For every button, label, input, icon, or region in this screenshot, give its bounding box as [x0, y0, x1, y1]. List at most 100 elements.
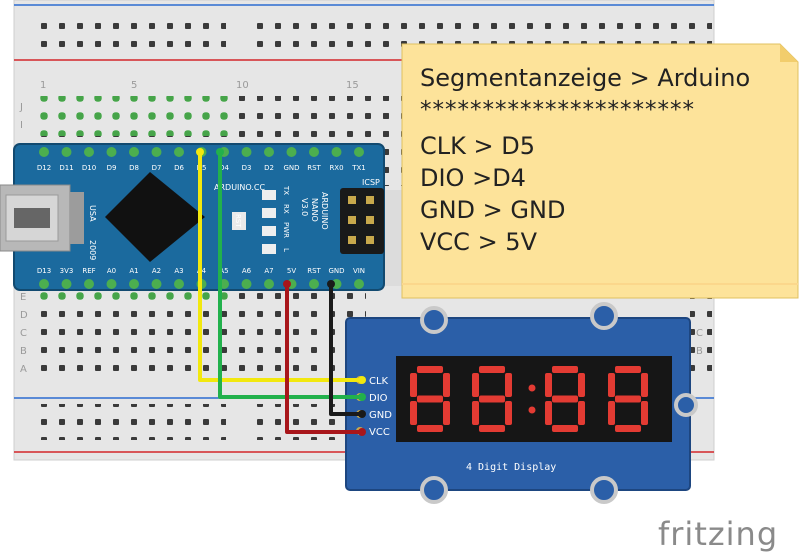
- bottom-pin-label-2: REF: [82, 267, 95, 275]
- note-line-clk: CLK > D5: [420, 132, 535, 160]
- label-nano: NANO: [310, 198, 319, 222]
- bottom-pin-label-13: GND: [328, 267, 344, 275]
- bottom-pin-label-10: A7: [264, 267, 273, 275]
- segment-3: [615, 425, 641, 432]
- top-pin-10: [264, 147, 274, 157]
- microcontroller-chip: [105, 172, 205, 262]
- segment-6: [479, 395, 505, 403]
- fritzing-logo: fritzing: [658, 515, 779, 553]
- label-rx: RX: [282, 204, 290, 214]
- bottom-pin-label-9: A6: [242, 267, 252, 275]
- top-pin-label-0: D12: [37, 164, 51, 172]
- segment-5: [410, 373, 417, 397]
- top-pin-label-12: RST: [307, 164, 321, 172]
- segment-1: [578, 373, 585, 397]
- top-pin-label-5: D7: [152, 164, 162, 172]
- bottom-pin-label-6: A3: [174, 267, 183, 275]
- bottom-pin-2: [84, 279, 94, 289]
- led-pwr: [262, 226, 276, 236]
- note-line-dio: DIO >D4: [420, 164, 526, 192]
- bottom-pin-1: [61, 279, 72, 289]
- top-pin-14: [354, 147, 364, 157]
- top-pin-label-3: D9: [107, 164, 117, 172]
- label-site: ARDUINO.CC: [214, 183, 265, 192]
- label-l: L: [282, 248, 290, 252]
- display-pin-label-2: GND: [369, 410, 392, 421]
- row-letter-j: J: [19, 102, 23, 113]
- label-arduino: ARDUINO: [320, 192, 329, 230]
- row-letter-b: B: [20, 346, 27, 357]
- top-pin-label-13: RX0: [329, 164, 343, 172]
- led-rx: [262, 208, 276, 218]
- top-pin-13: [331, 147, 342, 157]
- display-pin-label-1: DIO: [369, 393, 388, 404]
- top-pin-label-11: GND: [283, 164, 299, 172]
- column-number-1: 1: [40, 80, 46, 91]
- segment-5: [545, 373, 552, 397]
- row-letter-i: I: [20, 120, 23, 131]
- row-letter-c-right: C: [696, 328, 703, 339]
- led-l: [262, 244, 276, 254]
- bottom-pin-label-0: D13: [37, 267, 51, 275]
- segment-5: [608, 373, 615, 397]
- four-digit-display-module: 4 Digit Display CLK DIO GND VCC: [345, 302, 698, 504]
- display-pin-label-3: VCC: [369, 427, 390, 438]
- segment-4: [410, 401, 417, 425]
- segment-4: [472, 401, 479, 425]
- segment-6: [552, 395, 578, 403]
- top-pin-label-14: TX1: [351, 164, 366, 172]
- colon-dot-top: [528, 384, 536, 392]
- segment-4: [545, 401, 552, 425]
- column-number-5: 5: [131, 80, 137, 91]
- colon-dot-bottom: [528, 406, 536, 414]
- segment-2: [505, 401, 512, 425]
- top-pin-label-4: D8: [129, 164, 139, 172]
- bottom-pin-0: [39, 279, 49, 289]
- segment-2: [641, 401, 648, 425]
- clk-wire-end-1: [358, 376, 366, 384]
- top-pin-label-2: D10: [82, 164, 96, 172]
- usb-connector: [0, 184, 84, 252]
- bottom-pin-label-11: 5V: [287, 267, 296, 275]
- segment-5: [472, 373, 479, 397]
- note-title: Segmentanzeige > Arduino: [420, 64, 751, 92]
- bottom-pin-3: [106, 279, 117, 289]
- segment-3: [552, 425, 578, 432]
- bottom-pin-6: [174, 279, 184, 289]
- label-tx: TX: [282, 185, 290, 195]
- label-version: V3.0: [300, 198, 309, 216]
- gnd-wire: [329, 284, 362, 416]
- bottom-pin-label-1: 3V3: [60, 267, 74, 275]
- top-pin-4: [129, 147, 139, 157]
- display-pin-label-0: CLK: [369, 376, 389, 387]
- bottom-pin-5: [151, 279, 162, 289]
- dio-wire-end-1: [358, 393, 366, 401]
- segment-1: [641, 373, 648, 397]
- column-number-10: 10: [236, 80, 249, 91]
- display-caption: 4 Digit Display: [466, 462, 556, 473]
- icsp-header: [340, 188, 384, 254]
- column-number-15: 15: [346, 80, 359, 91]
- led-tx: [262, 190, 276, 200]
- digit-3: [608, 366, 648, 432]
- gnd-wire-end-0: [327, 280, 335, 288]
- clk-wire-end-0: [196, 148, 204, 156]
- gnd-wire-end-1: [358, 410, 366, 418]
- bottom-pin-9: [241, 279, 252, 289]
- breadboard-labels: J I E D C B A C B 1 5 10 15: [19, 80, 703, 375]
- segment-1: [505, 373, 512, 397]
- segment-0: [552, 366, 578, 373]
- row-letter-e: E: [20, 292, 26, 303]
- segment-6: [615, 395, 641, 403]
- row-letter-c: C: [20, 328, 27, 339]
- segment-0: [417, 366, 443, 373]
- top-pin-2: [84, 147, 94, 157]
- row-letter-b-right: B: [696, 346, 703, 357]
- vcc-wire-end-1: [358, 428, 366, 436]
- top-pin-label-10: D2: [264, 164, 274, 172]
- sticky-note: [401, 43, 799, 299]
- vcc-wire-end-0: [283, 280, 291, 288]
- note-line-gnd: GND > GND: [420, 196, 566, 224]
- label-pwr: PWR: [282, 222, 290, 238]
